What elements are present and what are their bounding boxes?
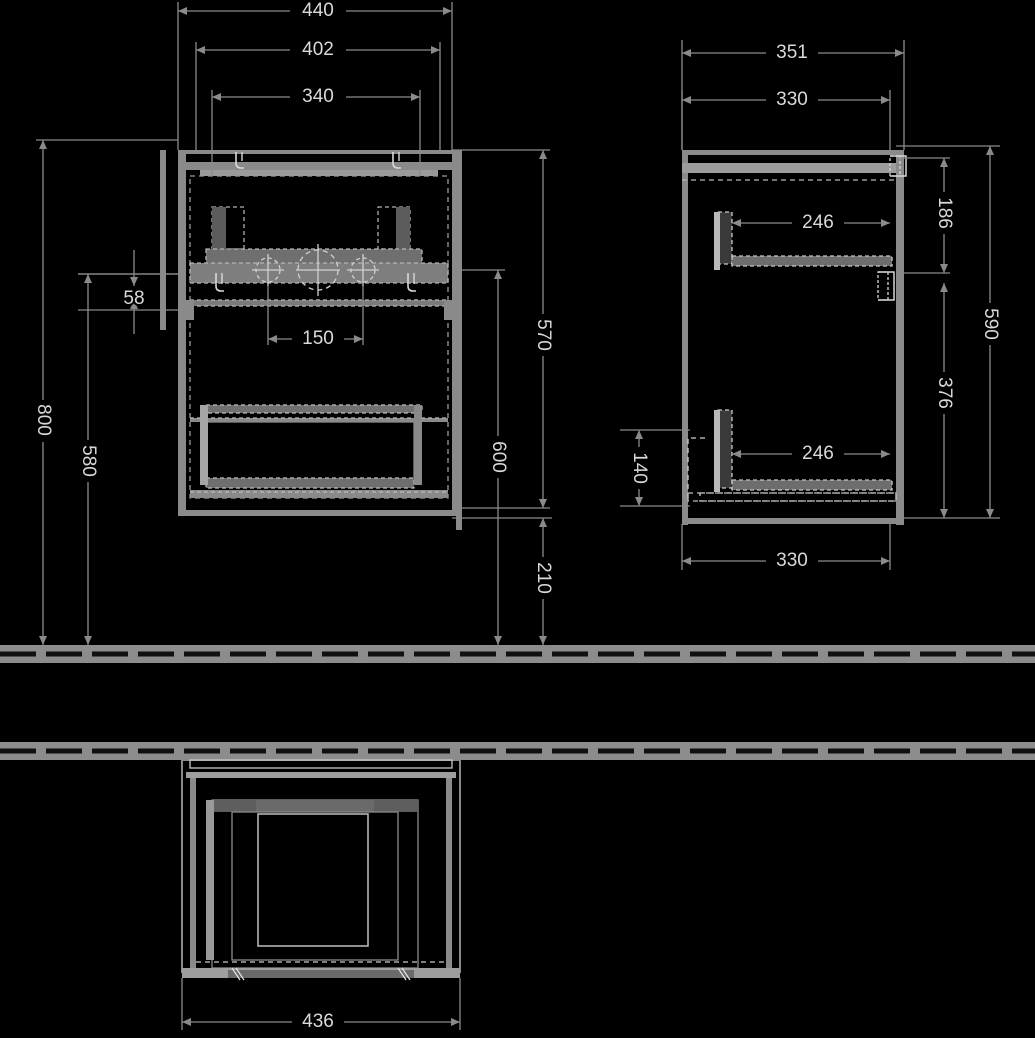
top-dimensions (181, 978, 461, 1030)
dim-label-140: 140 (629, 452, 650, 484)
side-elevation-view (682, 150, 907, 525)
dim-label-246-lower: 246 (802, 443, 834, 464)
side-dimensions (620, 40, 1000, 570)
dim-label-402: 402 (302, 39, 334, 60)
floor-band-upper (0, 645, 1035, 663)
dim-label-376: 376 (934, 377, 955, 409)
dim-label-436: 436 (302, 1011, 334, 1032)
dim-label-590: 590 (980, 308, 1001, 340)
dim-label-210: 210 (533, 562, 554, 594)
tap-fitting-left (252, 254, 284, 286)
dim-label-330-bottom: 330 (776, 550, 808, 571)
dim-label-351: 351 (776, 42, 808, 63)
floor-band-lower (0, 742, 1035, 760)
dimension-labels: 440 402 340 58 150 800 580 570 600 210 3… (31, 0, 1003, 1034)
dim-label-440: 440 (302, 0, 334, 21)
top-view (181, 759, 461, 981)
dim-label-580: 580 (78, 445, 99, 477)
dim-label-570: 570 (533, 319, 554, 351)
dim-label-186: 186 (934, 197, 955, 229)
tap-fitting-right (347, 254, 379, 286)
dim-label-600: 600 (488, 441, 509, 473)
dim-label-246-upper: 246 (802, 212, 834, 233)
dim-label-340: 340 (302, 86, 334, 107)
dim-label-58: 58 (123, 288, 144, 309)
tap-fitting-center (296, 244, 340, 296)
front-dimensions (36, 2, 552, 645)
dim-label-800: 800 (33, 404, 54, 436)
dim-label-150: 150 (302, 328, 334, 349)
front-elevation-view (160, 150, 462, 530)
dim-label-330-top: 330 (776, 89, 808, 110)
